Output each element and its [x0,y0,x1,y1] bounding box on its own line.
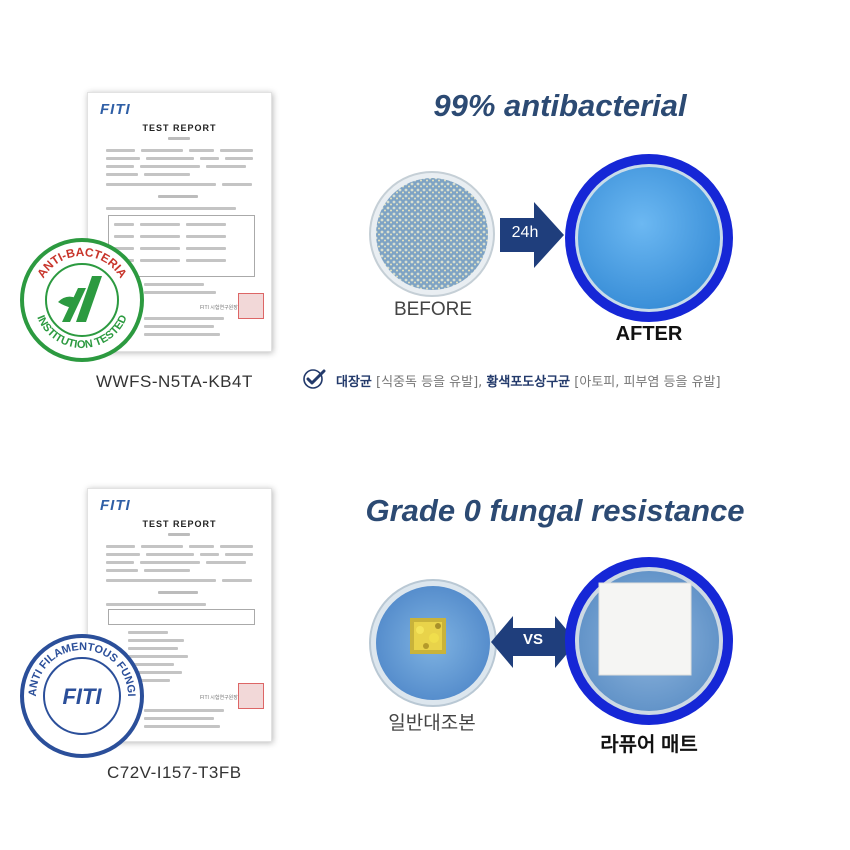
control-dish [369,579,497,707]
report-code-antibacterial: WWFS-N5TA-KB4T [96,372,253,391]
report-code-fungal: C72V-I157-T3FB [107,763,242,782]
note-keyword-staph: 황색포도상구균 [486,375,571,390]
anti-bacteria-stamp: ANTI-BACTERIA INSTITUTION TESTED [20,238,144,362]
control-label: 일반대조본 [388,713,476,734]
note-text-2: [아토피, 피부염 등을 유발] [570,375,721,390]
report-logo: FITI [100,497,131,514]
vs-label: VS [522,631,543,648]
bacteria-note: 대장균 [식중독 등을 유발], 황색포도상구균 [아토피, 피부염 등을 유발… [336,371,721,390]
after-dish [565,154,733,322]
fungal-heading: Grade 0 fungal resistance [365,493,745,528]
report-signature: FITI 시험연구원장 [200,695,238,701]
product-dish [565,557,733,725]
stamp-logo: FITI [62,684,102,709]
vs-double-arrow-icon [491,616,577,668]
anti-fungi-stamp: ANTI FILAMENTOUS FUNGI FITI [20,634,144,758]
report-logo: FITI [100,101,131,118]
report-title: TEST REPORT [142,123,217,133]
report-seal [238,683,264,709]
arrow-label: 24h [511,224,539,241]
arrow-24h-icon [500,202,564,268]
report-seal [238,293,264,319]
check-icon [303,369,326,389]
before-dish [369,171,495,297]
antibacterial-heading: 99% antibacterial [433,88,687,123]
note-text-1: [식중독 등을 유발], [371,375,487,390]
bacteria-logo-icon [58,276,102,322]
after-label: AFTER [615,323,683,345]
product-label: 라퓨어 매트 [600,734,698,756]
before-label: BEFORE [393,299,473,320]
note-keyword-ecoli: 대장균 [336,375,372,390]
report-signature: FITI 시험연구원장 [200,305,238,311]
report-title: TEST REPORT [142,519,217,529]
